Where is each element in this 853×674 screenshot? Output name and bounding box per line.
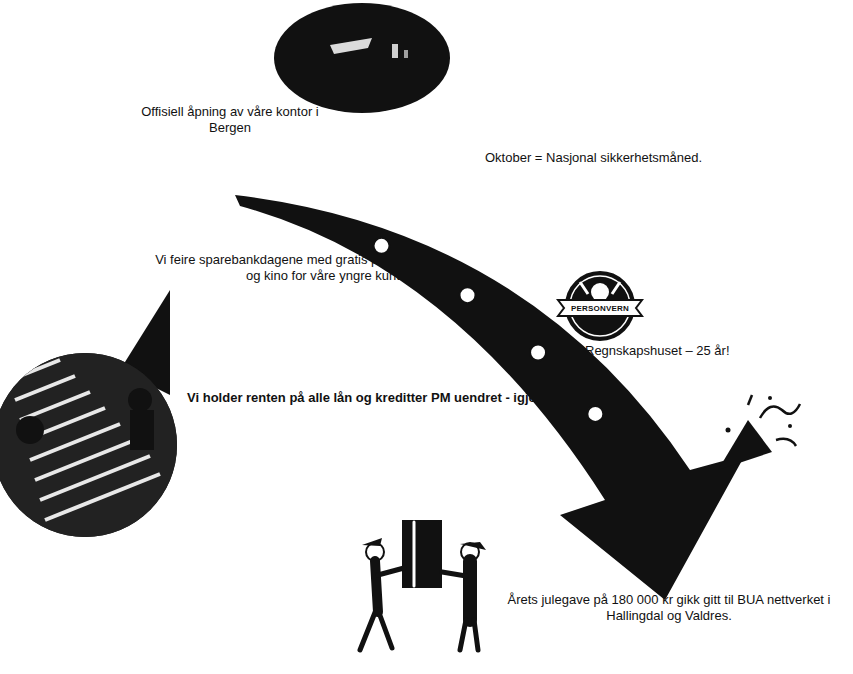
badge-text: PERSONVERN bbox=[556, 304, 644, 313]
timeline-dot bbox=[460, 287, 476, 303]
event-label: Vi holder renten på alle lån og kreditte… bbox=[150, 390, 548, 406]
timeline-dot bbox=[374, 238, 390, 254]
event-label: Vi feire sparebankdagene med gratis popc… bbox=[150, 252, 418, 283]
event-label: Oktober = Nasjonal sikkerhetsmåned. bbox=[485, 150, 785, 166]
timeline-dot bbox=[587, 406, 603, 422]
party-popper bbox=[718, 395, 800, 470]
timeline-dot bbox=[530, 345, 546, 361]
event-label: Offisiell åpning av våre kontor i Bergen bbox=[125, 104, 335, 135]
privacy-badge: PERSONVERN bbox=[556, 268, 644, 348]
office-photo bbox=[274, 3, 450, 113]
cinema-photo bbox=[0, 290, 190, 540]
gift-figures bbox=[360, 520, 486, 650]
event-label: Årets julegave på 180 000 kr gikk gitt t… bbox=[488, 592, 850, 623]
event-label: Regnskapshuset – 25 år! bbox=[585, 343, 785, 359]
